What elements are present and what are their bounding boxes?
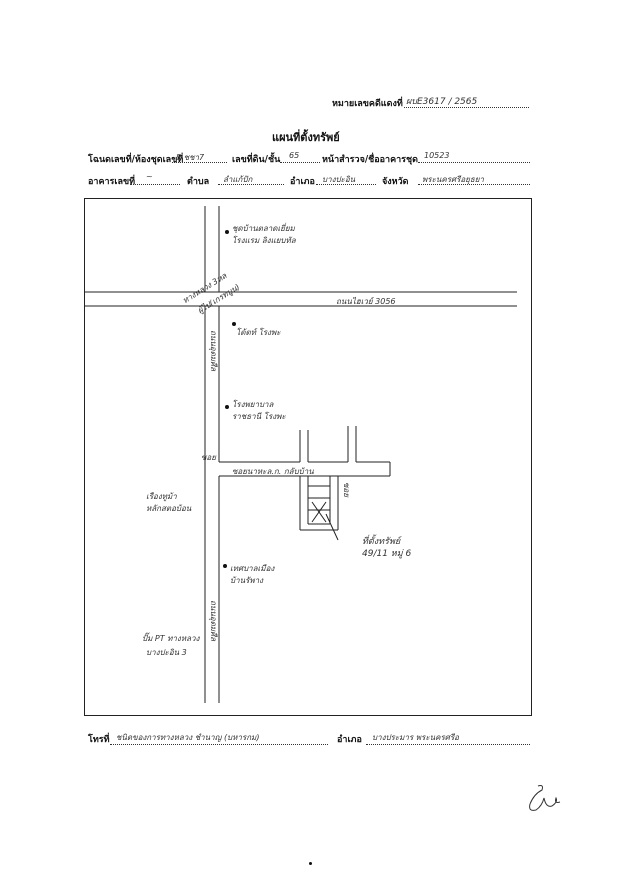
market-label-2: บ้านรัพาง <box>230 576 264 585</box>
hospital-marker <box>225 405 229 409</box>
building-value: ~ <box>146 172 153 181</box>
footer-phone-label: โทรที่ <box>88 735 110 745</box>
survey-label: หน้าสำรวจ/ชื่ออาคารชุด <box>322 155 418 165</box>
province-underline <box>418 184 530 185</box>
deed-underline <box>172 162 227 163</box>
vertical-road-label-2: ถนนอุดมศีล <box>209 600 218 642</box>
footer-district-value: บางประมาร พระนครศรีอ <box>372 733 459 742</box>
market-label: เทศบาลเมือง <box>230 564 275 573</box>
pt-label-2: บางปะอิน 3 <box>146 648 187 657</box>
property-arrow <box>325 513 339 541</box>
footer-phone-value: ชนิดของการทางหลวง ชำนาญ (บหารกม) <box>116 733 260 742</box>
survey-value: 10523 <box>424 151 450 160</box>
right-upper-label: โต้ตท์ โรงพะ <box>236 328 281 337</box>
case-number-value: ผบE3617 / 2565 <box>406 97 478 107</box>
footer-phone-underline <box>110 744 328 745</box>
property-label-2: 49/11 หมู่ 6 <box>362 549 412 559</box>
subdistrict-value: ลำแก้ปัก <box>223 175 253 184</box>
district-value: บางปะอิน <box>322 175 356 184</box>
highway-label: ถนนไฮเวย์ 3056 <box>336 297 396 306</box>
footer-district-label: อำเภอ <box>337 735 362 745</box>
district-label: อำเภอ <box>290 177 315 187</box>
subdistrict-underline <box>218 184 284 185</box>
stray-dot <box>309 862 312 865</box>
property-label: ที่ตั้งทรัพย์ <box>362 537 401 547</box>
building-label: อาคารเลขที่ <box>88 177 136 187</box>
signature-mark <box>529 785 561 811</box>
top-place-label: ชุดบ้านตลาดเยี่ยม <box>232 224 295 233</box>
hospital-label-2: ราชธานี โรงพะ <box>232 412 286 421</box>
province-value: พระนครศรีอยุธยา <box>422 175 484 184</box>
hospital-label: โรงพยาบาล <box>232 400 274 409</box>
land-no-value: 65 <box>289 151 300 160</box>
province-label: จังหวัด <box>382 177 409 187</box>
case-number-label: หมายเลขคดีแดงที่ <box>332 99 403 109</box>
pt-label: ปั๊ม PT ทางหลวง <box>142 634 200 643</box>
left-mid-label: เรืองทูม้า <box>146 492 177 501</box>
survey-underline <box>418 162 530 163</box>
map-frame <box>84 198 532 716</box>
page-title: แผนที่ตั้งทรัพย์ <box>272 131 340 144</box>
case-number-underline <box>404 107 529 108</box>
soi-label: ซอยนาหะล.ก. กลับบ้าน <box>232 467 314 476</box>
footer-district-underline <box>366 744 530 745</box>
subdistrict-label: ตำบล <box>187 177 210 187</box>
building-underline <box>130 184 180 185</box>
right-upper-marker <box>232 322 236 326</box>
top-place-label-2: โรงแรม ลิงแยบทัล <box>232 236 296 245</box>
top-place-marker <box>225 230 229 234</box>
deed-value: 5 ชชา7 <box>176 153 205 162</box>
plot-cross-b <box>311 501 327 523</box>
road-tag-label: ซอย <box>201 453 216 462</box>
district-underline <box>316 184 376 185</box>
left-mid-label-2: หลักสตอบ้อน <box>146 504 192 513</box>
vertical-road-label: ถนนอุดมศีล <box>209 330 218 372</box>
market-marker <box>223 564 227 568</box>
land-no-label: เลขที่ดิน/ชั้น <box>232 155 281 165</box>
soi-short-label: ซอย <box>342 482 351 497</box>
deed-label: โฉนดเลขที่/ห้องชุดเลขที่ <box>88 155 184 165</box>
land-no-underline <box>280 162 320 163</box>
